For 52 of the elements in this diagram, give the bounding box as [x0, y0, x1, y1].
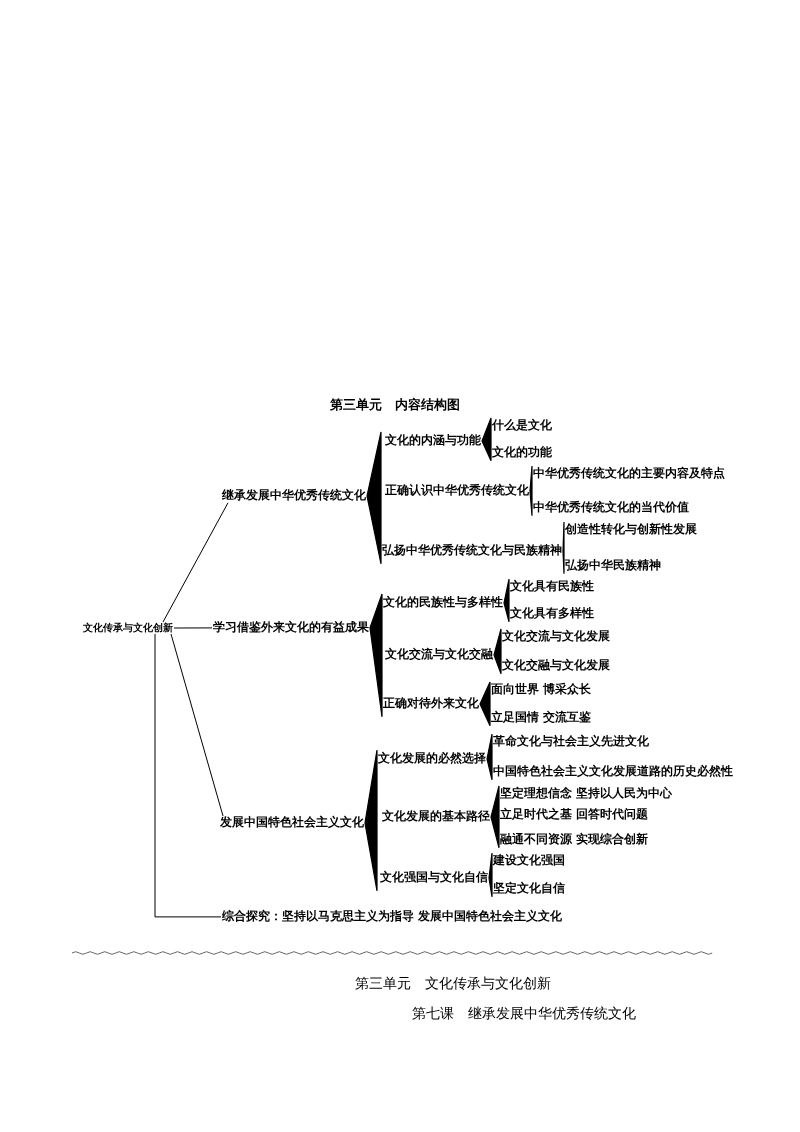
bracket — [493, 628, 502, 675]
point-label: 文化的功能 — [492, 446, 552, 460]
lesson-heading: 第七课 继承发展中华优秀传统文化 — [412, 1005, 636, 1022]
main-branch-label: 继承发展中华优秀传统文化 — [222, 489, 366, 503]
point-label: 文化交流与文化发展 — [502, 630, 610, 644]
point-label: 弘扬中华民族精神 — [565, 559, 661, 573]
connector-line — [162, 502, 229, 623]
point-label: 立足时代之基 回答时代问题 — [500, 808, 648, 822]
connector-line — [154, 633, 222, 918]
subtopic-label: 文化的民族性与多样性 — [383, 596, 503, 610]
subtopic-label: 文化的内涵与功能 — [385, 434, 481, 448]
connector-line — [173, 627, 213, 629]
main-branch-label: 学习借鉴外来文化的有益成果 — [213, 621, 369, 635]
subtopic-label: 文化交流与文化交融 — [385, 648, 493, 662]
main-branch-label: 发展中国特色社会主义文化 — [220, 816, 364, 830]
subtopic-label: 正确对待外来文化 — [383, 697, 479, 711]
point-label: 中国特色社会主义文化发展道路的历史必然性 — [493, 765, 733, 779]
point-label: 革命文化与社会主义先进文化 — [493, 735, 649, 749]
subtopic-label: 弘扬中华优秀传统文化与民族精神 — [382, 544, 562, 558]
connector-line — [170, 633, 224, 817]
point-label: 面向世界 博采众长 — [491, 683, 591, 697]
bracket — [366, 431, 382, 565]
central-topic: 文化传承与文化创新 — [83, 622, 173, 634]
bracket — [562, 521, 565, 575]
bracket — [529, 465, 533, 517]
point-label: 建设文化强国 — [493, 854, 565, 868]
point-label: 中华优秀传统文化的主要内容及特点 — [533, 467, 725, 481]
subtopic-label: 文化发展的基本路径 — [382, 810, 490, 824]
unit-heading: 第三单元 文化传承与文化创新 — [355, 975, 551, 992]
point-label: 融通不同资源 实现综合创新 — [500, 833, 648, 847]
point-label: 文化具有多样性 — [510, 607, 594, 621]
point-label: 创造性转化与创新性发展 — [565, 523, 697, 537]
point-label: 什么是文化 — [492, 419, 552, 433]
point-label: 坚定文化自信 — [493, 882, 565, 896]
point-label: 中华优秀传统文化的当代价值 — [533, 501, 689, 515]
bracket — [503, 578, 510, 623]
point-label: 文化具有民族性 — [510, 580, 594, 594]
bracket — [364, 749, 378, 892]
subtopic-label: 文化强国与文化自信 — [380, 871, 488, 885]
bracket — [479, 681, 491, 727]
point-label: 立足国情 交流互鉴 — [491, 711, 591, 725]
inquiry-label: 综合探究：坚持以马克思主义为指导 发展中国特色社会主义文化 — [222, 910, 562, 924]
bracket — [369, 593, 383, 718]
diagram-title: 第三单元 内容结构图 — [330, 396, 460, 412]
point-label: 文化交融与文化发展 — [502, 659, 610, 673]
bracket — [481, 417, 492, 462]
point-label: 坚定理想信念 坚持以人民为中心 — [500, 787, 672, 801]
subtopic-label: 文化发展的必然选择 — [378, 752, 486, 766]
subtopic-label: 正确认识中华优秀传统文化 — [385, 484, 529, 498]
bracket — [490, 785, 500, 849]
bracket — [486, 733, 493, 781]
bracket — [488, 852, 493, 898]
